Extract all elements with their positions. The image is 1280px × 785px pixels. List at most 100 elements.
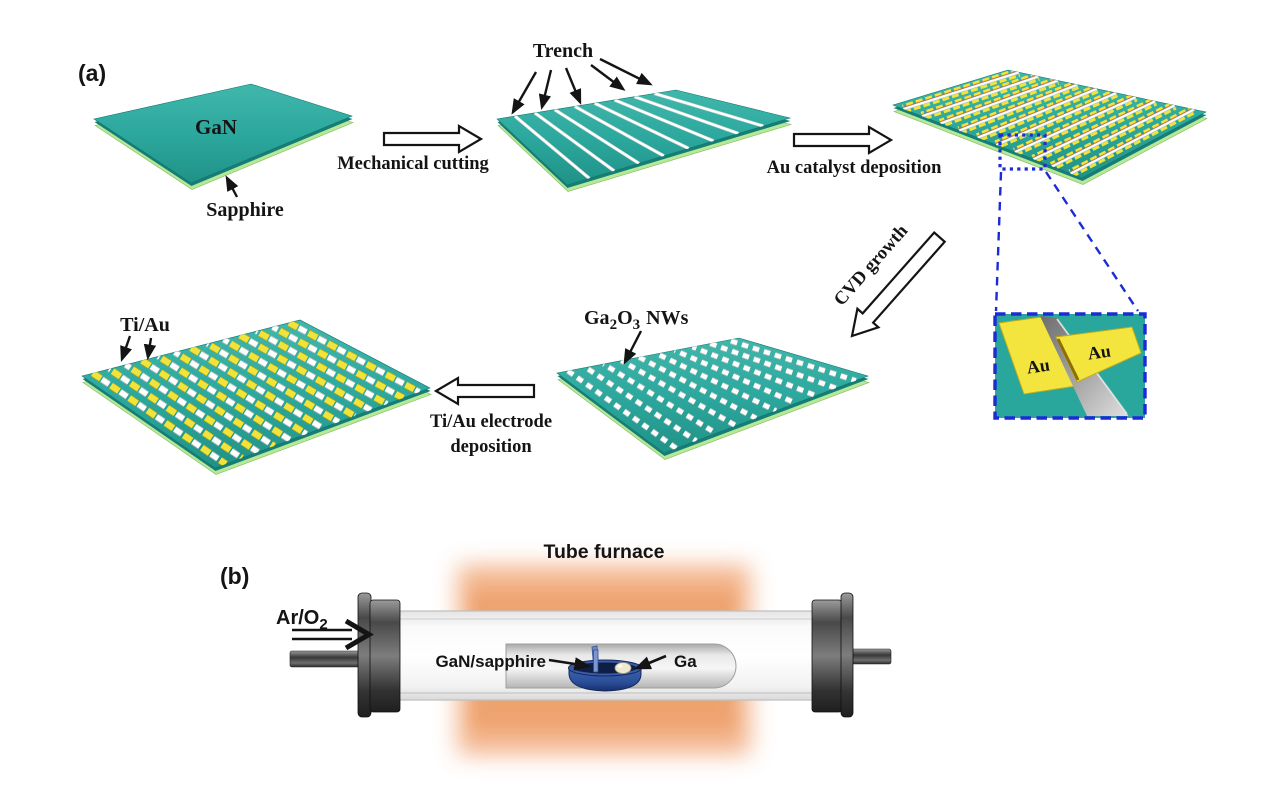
substrate-ga2o3-nanowires (556, 337, 870, 460)
gan-sapphire-chip-front (593, 649, 599, 673)
au-catalyst-dash (1012, 92, 1136, 151)
substrate-top (93, 83, 353, 184)
sample-arrow (548, 657, 592, 671)
step1-label: Mechanical cutting (337, 154, 489, 174)
au-catalyst-dash (902, 70, 1019, 108)
nanowire-row (638, 355, 758, 421)
substrate-au-catalyst (892, 69, 1208, 185)
right-cap-flange (840, 592, 854, 718)
trench-seam (1069, 107, 1194, 173)
zoom-connector-right (1044, 171, 1140, 312)
trench-line (1051, 104, 1175, 168)
au-catalyst-dash (978, 90, 1099, 142)
nanowire-segment (173, 350, 308, 437)
au-catalyst-dash (1071, 110, 1197, 178)
trench-seam (921, 74, 1038, 116)
trench-line (921, 75, 1039, 118)
electrode-column (173, 349, 308, 437)
trench-line (1033, 100, 1156, 161)
trench-line (614, 98, 714, 142)
nanowire-segment (189, 345, 324, 431)
nanowire-row (673, 348, 797, 406)
trench-line (554, 108, 640, 165)
sample-label: GaN/sapphire (435, 652, 546, 671)
electrode-column (91, 370, 228, 467)
trench-line (1070, 108, 1195, 175)
electrode-column (287, 320, 421, 395)
au-catalyst-dash (1068, 105, 1194, 173)
panel-a-tag: (a) (78, 60, 106, 86)
au-catalyst-dash (922, 77, 1040, 121)
trench-seam (976, 86, 1097, 137)
au-catalyst-dash (996, 94, 1119, 150)
electrode-column (140, 358, 276, 449)
step4-label-line2: deposition (450, 437, 532, 457)
trench-line (903, 71, 1020, 110)
zoom-connector-left (994, 171, 1003, 312)
trench-line (634, 95, 739, 135)
trench-line (654, 92, 764, 128)
inset-au-right-label: Au (1086, 341, 1112, 364)
au-catalyst-dash (938, 76, 1058, 122)
substrate-gan-on-sapphire (93, 83, 354, 190)
step2-arrow (792, 125, 894, 155)
trench-line (514, 115, 591, 180)
trench-seam (958, 82, 1077, 130)
ti-au-label: Ti/Au (120, 314, 170, 336)
nanowire-segment (206, 341, 340, 425)
trench-line (1014, 96, 1137, 153)
nanowire-row (620, 358, 738, 428)
step1-arrow (382, 124, 484, 154)
substrate-trenched (496, 89, 793, 192)
inset-content (998, 316, 1142, 416)
tube-furnace-title: Tube furnace (544, 541, 665, 563)
trench-line (594, 102, 690, 150)
trench-line (958, 83, 1078, 132)
electrode-column (222, 337, 357, 419)
ga-source-lump (614, 662, 632, 674)
nanowire-segment (287, 320, 421, 395)
nanowire-row (727, 338, 857, 383)
zoom-region-square (998, 133, 1047, 171)
trench-line (574, 105, 665, 157)
right-end-cap (811, 599, 843, 713)
ti-au-arrow-2 (143, 337, 157, 361)
ga2o3-arrow (623, 330, 643, 365)
nanowire-segment (156, 354, 292, 443)
au-catalyst-dash (1052, 106, 1177, 171)
electrode-column (205, 341, 341, 425)
sapphire-arrow (225, 175, 239, 198)
trench-arrow-1 (511, 71, 538, 115)
trench-seam (902, 70, 1019, 108)
au-catalyst-dash (1031, 97, 1155, 158)
inset-au-left-label: Au (1025, 355, 1051, 378)
step4-label-line1: Ti/Au electrode (430, 412, 552, 432)
left-cap-flange (357, 592, 372, 718)
nanowire-row (691, 344, 817, 398)
trench-line (534, 111, 615, 172)
gan-label: GaN (195, 115, 237, 139)
electrode-column (271, 324, 405, 401)
gas-flow-arrow (292, 618, 374, 651)
zoom-inset: Au Au (993, 312, 1147, 420)
panel-b: (b) Tube furnace Ar/O2 (220, 541, 892, 754)
nanowire-segment (271, 324, 405, 401)
substrate-ti-au-electrodes (81, 319, 432, 475)
left-end-cap (369, 599, 401, 713)
nanowire-segment (222, 337, 357, 419)
electrode-column (189, 345, 325, 431)
panel-b-tag: (b) (220, 563, 249, 589)
au-catalyst-dash (1049, 101, 1174, 165)
au-catalyst-dash (1015, 98, 1138, 157)
inset-border (993, 312, 1147, 420)
trench-arrow-5 (599, 57, 653, 86)
trench-line (977, 87, 1098, 139)
electrode-column (156, 353, 292, 443)
nanowire-row (602, 362, 718, 436)
au-catalyst-dash (941, 82, 1060, 128)
au-catalyst-dash (920, 72, 1038, 115)
electrode-column (254, 328, 389, 407)
